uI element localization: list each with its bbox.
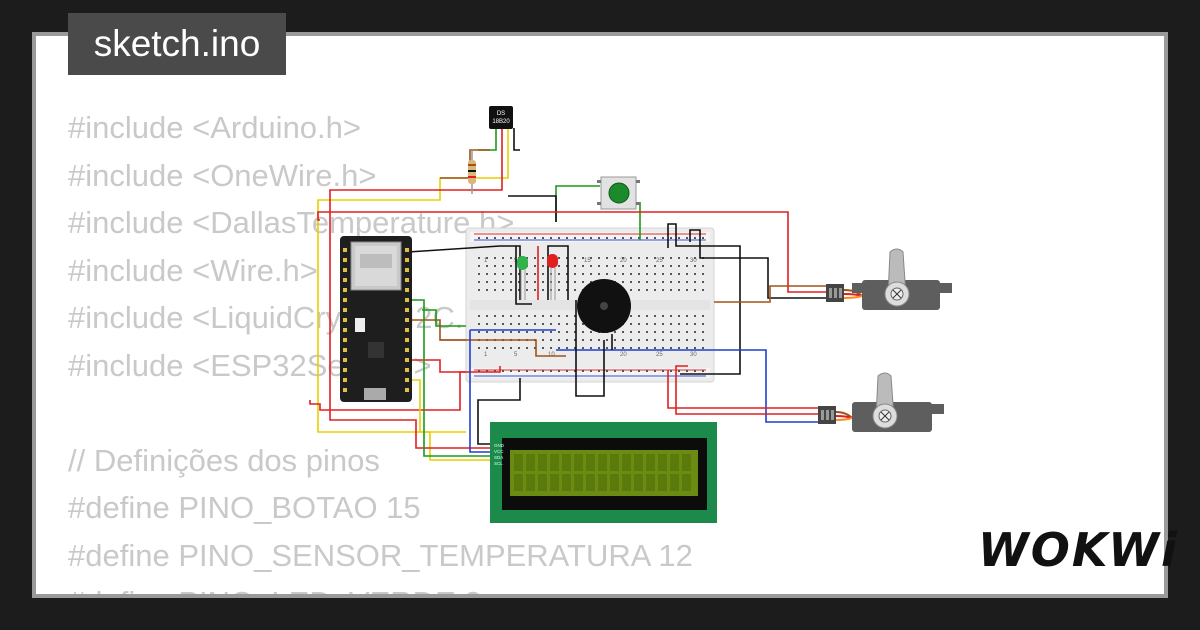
code-line: #include <DallasTemperature.h> xyxy=(68,205,515,240)
code-line: #include <Arduino.h> xyxy=(68,110,362,145)
bb-col-label: 10 xyxy=(548,352,555,358)
lcd-pin-label: VCC xyxy=(494,449,504,454)
lcd-pin-label: GND xyxy=(494,443,505,448)
red-led[interactable] xyxy=(547,254,558,300)
bb-col-label: 25 xyxy=(656,258,663,264)
wires xyxy=(309,128,826,461)
sensor-label-line1: DS xyxy=(497,111,505,117)
bb-col-label: 1 xyxy=(484,352,488,358)
code-line: #define PINO_LED_VERDE 2 xyxy=(68,579,693,594)
bb-col-label: 30 xyxy=(690,352,697,358)
bb-col-label: 5 xyxy=(514,352,518,358)
sensor-label-line2: 18B20 xyxy=(492,119,510,125)
code-line: #include <OneWire.h> xyxy=(68,157,377,193)
temperature-sensor[interactable]: DS 18B20 xyxy=(489,106,513,129)
push-button[interactable] xyxy=(597,176,640,210)
bb-col-label: 30 xyxy=(690,258,697,264)
bb-col-label: 15 xyxy=(584,258,591,264)
code-line: #define PINO_SENSOR_TEMPERATURA 12 xyxy=(68,537,693,573)
lcd-pin-label: SCL xyxy=(494,461,503,466)
code-line: #include <Wire.h> xyxy=(68,252,318,288)
bb-col-label: 1 xyxy=(484,258,488,264)
esp32-board[interactable] xyxy=(340,236,412,402)
servo-motor-bottom[interactable] xyxy=(818,372,944,432)
code-listing: #include <Arduino.h> #include <OneWire.h… xyxy=(68,104,693,594)
resistor[interactable] xyxy=(468,150,476,194)
code-line: #define PINO_BOTAO 15 xyxy=(68,490,421,525)
bb-col-label: 20 xyxy=(620,352,627,358)
lcd-pin-label: SDA xyxy=(494,455,503,460)
bb-col-label: 25 xyxy=(656,352,663,358)
code-line: // Definições dos pinos xyxy=(68,442,380,478)
buzzer[interactable] xyxy=(577,279,631,333)
lcd-display[interactable]: GND VCC SDA SCL xyxy=(490,422,717,523)
bb-col-label: 20 xyxy=(620,258,627,264)
green-led[interactable] xyxy=(517,256,528,300)
servo-motor-top[interactable] xyxy=(826,248,952,310)
wokwi-logo: WOKWi xyxy=(978,523,1179,577)
file-tab-title: sketch.ino xyxy=(68,13,286,75)
